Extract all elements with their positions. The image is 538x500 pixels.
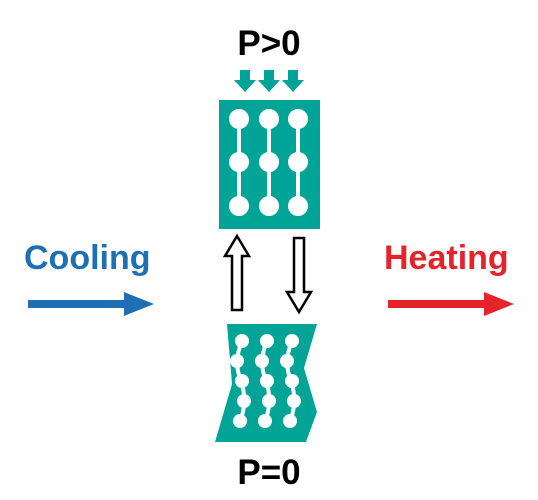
cooling-arrow <box>28 292 154 316</box>
pressure-positive-label: P>0 <box>237 24 301 63</box>
compressed-panel <box>219 100 320 229</box>
pressure-zero-label: P=0 <box>237 453 301 492</box>
heating-arrow <box>388 292 514 316</box>
relaxed-panel <box>215 324 317 442</box>
down-arrow-icon <box>258 70 280 92</box>
down-arrow-outline-icon <box>284 236 314 315</box>
down-arrow-icon <box>282 70 304 92</box>
polymer-chain <box>259 109 279 216</box>
compression-arrows <box>234 70 304 92</box>
up-arrow-outline-icon <box>222 233 252 312</box>
down-arrow-icon <box>234 70 256 92</box>
polymer-beads <box>230 334 301 428</box>
polymer-chain <box>229 109 249 216</box>
heating-label: Heating <box>384 239 509 277</box>
cooling-label: Cooling <box>24 239 151 277</box>
polymer-chain <box>288 109 308 216</box>
